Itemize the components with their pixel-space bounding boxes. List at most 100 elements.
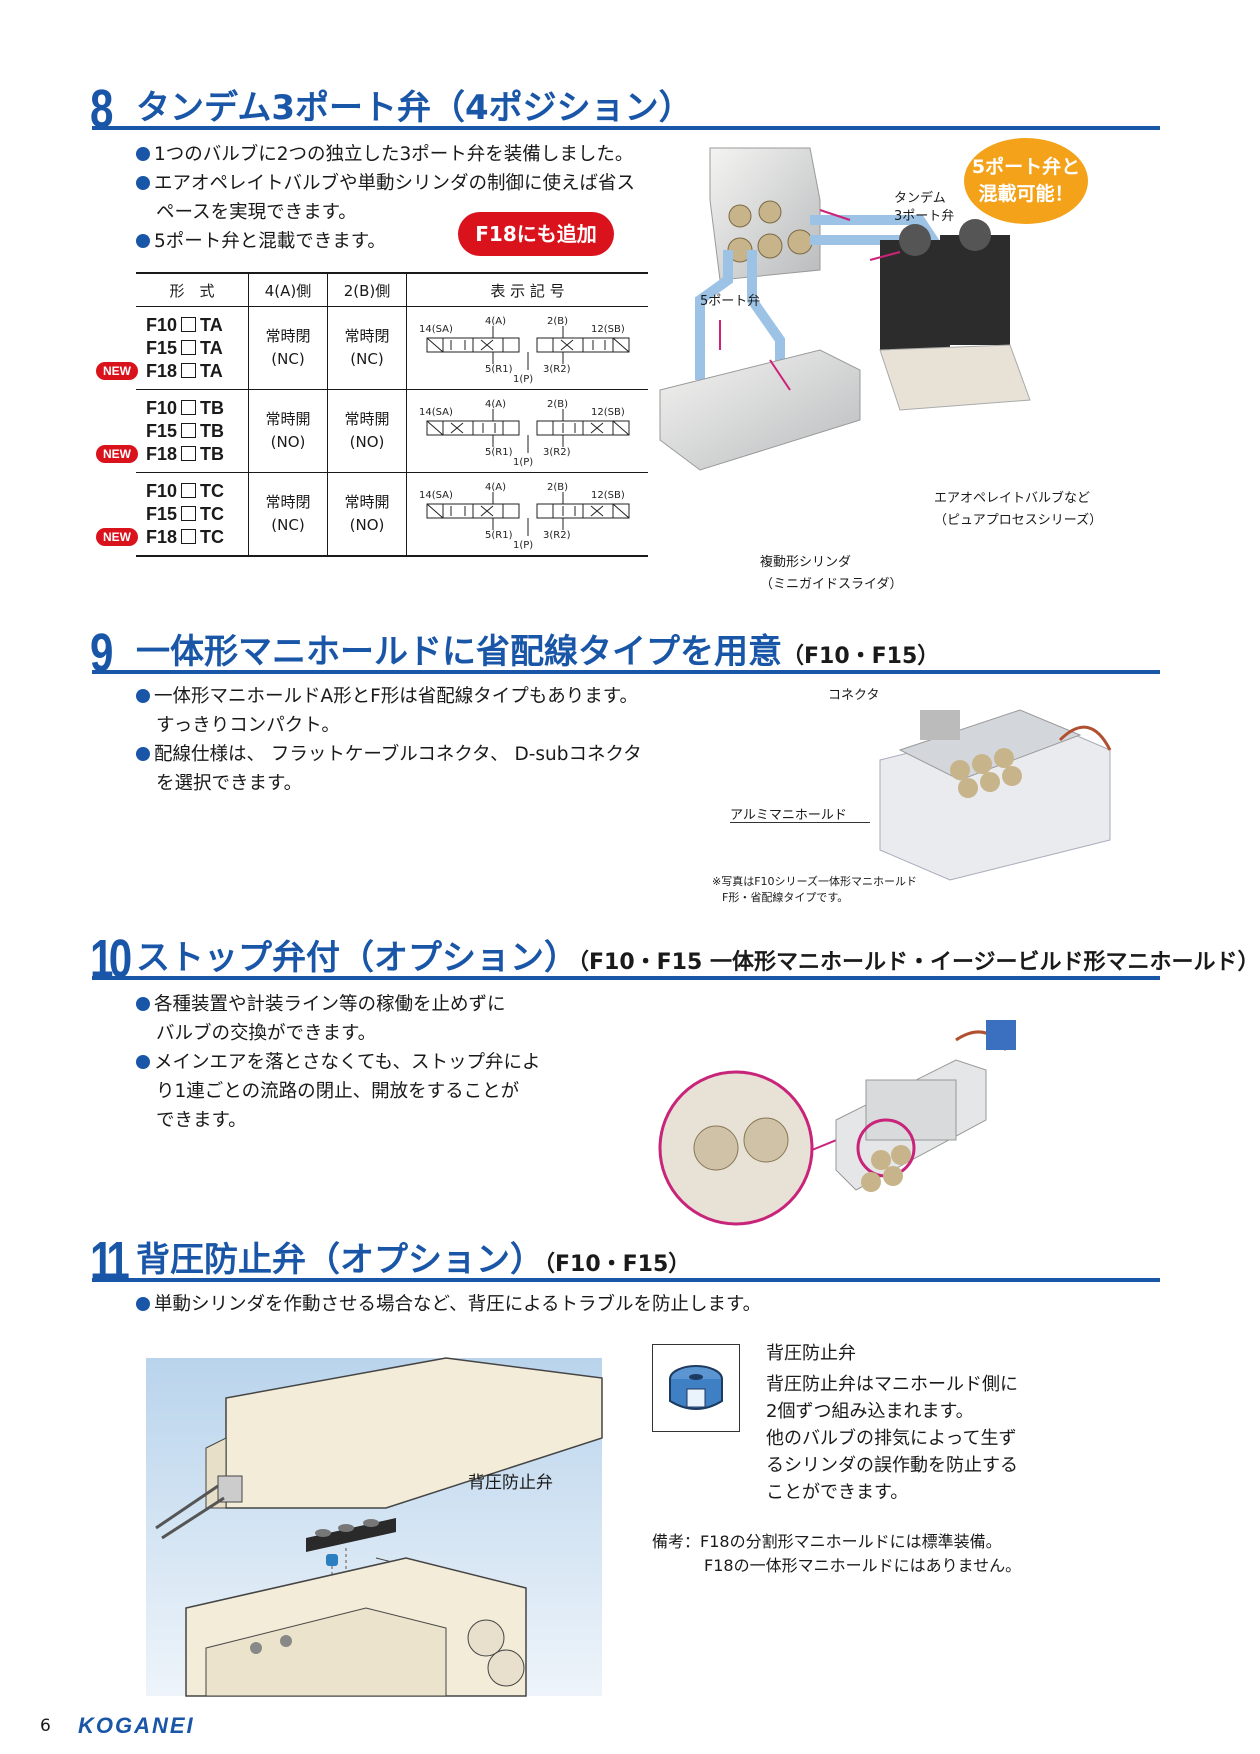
air-operated-label: エアオペレイトバルブなど（ピュアプロセスシリーズ） (934, 491, 1103, 528)
backpressure-diagram (146, 1357, 603, 1697)
bullet-list: 各種装置や計装ライン等の稼働を止めずに バルブの交換ができます。 メインエアを落… (136, 990, 596, 1135)
bullet-continuation: ペースを実現できます。 (156, 202, 357, 223)
f18-added-tag: F18にも追加 (458, 212, 614, 256)
symbol-cell: 14(SA) 4(A) 2(B) 12(SB) 5(R1) 1(P) 3(R2) (406, 472, 648, 557)
checkbox-square-icon (181, 316, 197, 332)
section-number: 11 (90, 1231, 130, 1291)
bullet-continuation: り1連ごとの流路の閉止、開放をすることが (156, 1081, 520, 1102)
svg-text:4(A): 4(A) (485, 399, 506, 410)
valve-symbol-icon: 14(SA) 4(A) 2(B) 12(SB) 5(R1) 1(P) 3(R2) (419, 482, 629, 551)
section-title: タンデム3ポート弁（4ポジション） (136, 88, 693, 128)
checkbox-square-icon (181, 422, 197, 438)
bullet-item: 5ポート弁と混載できます。 (136, 227, 696, 256)
svg-text:12(SB): 12(SB) (591, 490, 625, 501)
new-badge: NEW (96, 527, 138, 546)
bullet-dot-icon (136, 689, 150, 703)
checkbox-square-icon (181, 528, 197, 544)
diagram-label: 背圧防止弁 (468, 1473, 553, 1493)
bullet-list: 一体形マニホールドA形とF形は省配線タイプもあります。 すっきりコンパクト。 配… (136, 682, 696, 798)
bullet-item: 一体形マニホールドA形とF形は省配線タイプもあります。 (136, 682, 696, 711)
state-a-cell: 常時開(NO) (248, 389, 328, 473)
cylinder-label: 複動形シリンダ（ミニガイドスライダ） (760, 555, 903, 592)
svg-text:5(R1): 5(R1) (485, 447, 513, 458)
manifold-label: アルミマニホールド (730, 808, 847, 823)
port5-label: 5ポート弁 (700, 294, 761, 309)
remark-label: 備考： (652, 1532, 701, 1551)
valve-symbol-icon: 14(SA) 4(A) 2(B) 12(SB) 5(R1) 1(P) 3(R2) (419, 316, 629, 385)
state-a-cell: 常時閉(NC) (248, 472, 328, 557)
state-b-cell: 常時閉(NC) (327, 306, 407, 390)
state-b-cell: 常時開(NO) (327, 389, 407, 473)
symbol-cell: 14(SA) 4(A) 2(B) 12(SB) 5(R1) 1(P) 3(R2) (406, 389, 648, 473)
bullet-dot-icon (136, 1297, 150, 1311)
svg-text:5(R1): 5(R1) (485, 364, 513, 375)
section-number: 9 (90, 623, 113, 683)
connector-label: コネクタ (828, 688, 880, 703)
svg-text:14(SA): 14(SA) (419, 407, 453, 418)
checkbox-square-icon (181, 505, 197, 521)
svg-text:2(B): 2(B) (547, 482, 568, 493)
bullet-item: 配線仕様は、 フラットケーブルコネクタ、 D-subコネクタ (136, 740, 696, 769)
bullet-list: 単動シリンダを作動させる場合など、背圧によるトラブルを防止します。 (136, 1290, 936, 1319)
tandem-valve-photo (659, 147, 1031, 471)
bullet-dot-icon (136, 234, 150, 248)
section-title: ストップ弁付（オプション）（F10・F15 一体形マニホールド・イージービルド形… (136, 938, 1260, 978)
svg-text:4(A): 4(A) (485, 316, 506, 327)
section-title: 一体形マニホールドに省配線タイプを用意（F10・F15） (136, 632, 940, 672)
bullet-continuation: バルブの交換ができます。 (156, 1023, 377, 1044)
remarks: 備考：F18の分割形マニホールドには標準装備。 F18の一体形マニホールドにはあ… (652, 1532, 1022, 1575)
part-description: 背圧防止弁 背圧防止弁はマニホールド側に 2個ずつ組み込まれます。 他のバルブの… (766, 1340, 1018, 1506)
col-header: 表 示 記 号 (406, 272, 648, 307)
bullet-dot-icon (136, 997, 150, 1011)
part-image-frame (652, 1344, 740, 1432)
stop-valve-photo (658, 1020, 1016, 1226)
new-badge: NEW (96, 444, 138, 463)
svg-text:3(R2): 3(R2) (543, 530, 571, 541)
svg-text:12(SB): 12(SB) (591, 407, 625, 418)
leader-line (730, 822, 870, 823)
section-title: 背圧防止弁（オプション）（F10・F15） (136, 1240, 691, 1280)
checkbox-square-icon (181, 482, 197, 498)
backpressure-valve-icon (669, 1365, 723, 1410)
checkbox-square-icon (181, 339, 197, 355)
svg-text:12(SB): 12(SB) (591, 324, 625, 335)
page-number: 6 (40, 1716, 51, 1736)
section-number: 8 (90, 79, 113, 139)
state-b-cell: 常時開(NO) (327, 472, 407, 557)
svg-text:1(P): 1(P) (513, 374, 533, 385)
new-badge: NEW (96, 361, 138, 380)
bullet-dot-icon (136, 1055, 150, 1069)
mixed-mount-bubble: 5ポート弁と混載可能！ (964, 138, 1088, 224)
svg-text:1(P): 1(P) (513, 540, 533, 551)
checkbox-square-icon (181, 399, 197, 415)
section-rule (92, 126, 1160, 130)
bullet-dot-icon (136, 747, 150, 761)
bullet-continuation: すっきりコンパクト。 (156, 715, 340, 736)
svg-text:3(R2): 3(R2) (543, 447, 571, 458)
checkbox-square-icon (181, 445, 197, 461)
state-a-cell: 常時閉(NC) (248, 306, 328, 390)
bullet-dot-icon (136, 176, 150, 190)
bullet-continuation: を選択できます。 (156, 773, 303, 794)
col-header: 4(A)側 (248, 272, 328, 307)
bullet-continuation: できます。 (156, 1110, 247, 1131)
col-header: 2(B)側 (327, 272, 407, 307)
svg-text:2(B): 2(B) (547, 316, 568, 327)
company-logo: KOGANEI (78, 1713, 195, 1738)
section-rule (92, 670, 1160, 674)
col-header: 形 式 (136, 272, 249, 307)
checkbox-square-icon (181, 362, 197, 378)
valve-symbol-icon: 14(SA) 4(A) 2(B) 12(SB) 5(R1) 1(P) 3(R2) (419, 399, 629, 468)
part-title: 背圧防止弁 (766, 1343, 856, 1364)
svg-text:14(SA): 14(SA) (419, 324, 453, 335)
bullet-dot-icon (136, 147, 150, 161)
manifold-photo (879, 709, 1112, 881)
bullet-item: 単動シリンダを作動させる場合など、背圧によるトラブルを防止します。 (136, 1290, 936, 1319)
